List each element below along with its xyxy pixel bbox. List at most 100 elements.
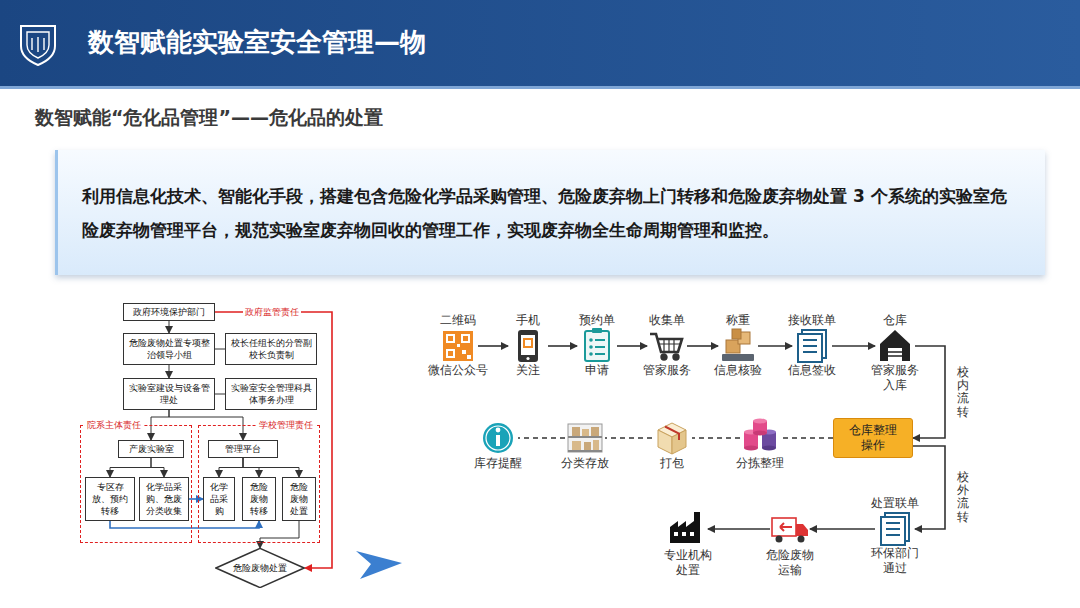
flow-arrow [243,458,299,477]
box-label: 危险废物处置专项整治领导小组 [127,337,211,361]
flow-arrow [169,365,170,378]
process-box: 政府环境保护部门 [123,303,215,321]
slide-title: 数智赋能实验室安全管理—物 [88,22,426,62]
process-box: 实验室安全管理科具体事务办理 [225,378,317,410]
flow-arrow [169,321,170,333]
dashed-connector [605,437,652,439]
flow-step: 称重信息核验 [706,313,770,378]
flow-arrow [832,345,875,347]
step-label: 预约单 [579,313,615,328]
process-box: 危险废物处置 [282,477,316,521]
flow-step: 预约单申请 [565,313,629,378]
flow-step: 库存提醒 [466,420,530,471]
box-label: 危险废物处置 [286,481,312,517]
process-box: 校长任组长的分管副校长负责制 [225,333,317,365]
flow-step: 打包 [640,420,704,471]
step-label: 信息核验 [714,363,762,378]
edge-label: 校外流转 [957,471,969,524]
responsibility-region: 学校管理责任管理平台化学品采购危险废物转移危险废物处置 [198,425,320,543]
step-label: 环保部门通过 [867,546,923,576]
edge-label: 校内流转 [957,366,969,419]
step-label: 管家服务 [643,363,691,378]
decision-diamond: 危险废物处置 [215,548,305,588]
step-label: 分类存放 [561,456,609,471]
flow-arrow [110,521,259,528]
flow-arrow [758,345,792,347]
process-box: 危险废物转移 [242,477,276,521]
flow-step: 危险废物运输 [762,510,818,578]
disposal-form-icon [881,513,909,545]
flow-step: 二维码微信公众号 [425,313,491,378]
process-box: 专区存放、预约转移 [85,477,135,521]
step-label: 二维码 [440,313,476,328]
region-heading: 院系主体责任 [85,419,143,431]
intro-text: 利用信息化技术、智能化手段，搭建包含危险化学品采购管理、危险废弃物上门转移和危险… [82,179,1021,247]
flow-arrow [478,345,508,347]
box-label: 化学品采购 [207,481,231,517]
step-label: 手机 [516,313,540,328]
process-box: 实验室建设与设备管理处 [123,378,215,410]
qr-icon [443,331,473,361]
step-label: 专业机构处置 [660,548,716,578]
flow-arrow [151,458,164,477]
step-label: 收集单 [649,313,685,328]
responsibility-region: 院系主体责任产废实验室专区存放、预约转移化学品采购、危废分类收集 [80,425,192,543]
operation-box: 仓库整理操作 [833,418,913,458]
truck-icon [772,518,808,543]
box-label: 政府环境保护部门 [133,306,205,318]
flow-arrow [913,446,945,529]
flow-step: 分拣整理 [728,420,792,471]
flow-step: 专业机构处置 [660,510,716,578]
process-box: 化学品采购 [203,477,235,521]
flow-step: 仓库管家服务入库 [867,313,923,393]
intro-box: 利用信息化技术、智能化手段，搭建包含危险化学品采购管理、危险废弃物上门转移和危险… [55,150,1045,275]
package-icon [658,423,686,454]
flow-chevron [356,551,402,579]
flow-step: 处置联单环保部门通过 [867,496,923,576]
flow-arrow [810,528,875,530]
flow-arrow [110,458,151,477]
step-label: 管家服务入库 [867,363,923,393]
scale-icon [722,329,754,361]
box-label: 化学品采购、危废分类收集 [143,481,185,517]
step-label: 分拣整理 [736,456,784,471]
sorting-icon [744,419,776,451]
flow-step: 收集单管家服务 [635,313,699,378]
process-box: 危险废物处置专项整治领导小组 [123,333,215,365]
shelf-icon [568,424,602,452]
flow-step: 手机关注 [496,313,560,378]
box-label: 危险废物处置 [233,562,287,574]
phone-icon [518,330,538,362]
step-label: 称重 [726,313,750,328]
flow-arrow [260,521,299,548]
subtitle: 数智赋能“危化品管理”——危化品的处置 [35,103,383,131]
step-label: 处置联单 [871,496,919,511]
box-label: 专区存放、预约转移 [89,481,131,517]
step-label: 关注 [516,363,540,378]
header-rule [0,86,1080,89]
region-heading: 学校管理责任 [257,419,315,431]
factory-icon [670,512,700,543]
school-logo [21,26,55,65]
flow-step: 分类存放 [553,420,617,471]
dashed-connector [692,437,740,439]
flow-arrow [687,345,718,347]
step-label: 微信公众号 [428,363,488,378]
warehouse-icon [880,330,910,361]
flow-arrow [219,458,243,477]
receipt-icon [798,330,826,362]
step-label: 仓库 [883,313,907,328]
edge-label: 政府监管责任 [243,306,301,318]
process-box: 产废实验室 [118,440,184,458]
step-label: 危险废物运输 [762,548,818,578]
process-box: 化学品采购、危废分类收集 [139,477,189,521]
box-label: 仓库整理操作 [844,423,902,453]
cart-icon [650,334,682,359]
box-label: 实验室建设与设备管理处 [127,382,211,406]
step-label: 打包 [660,456,684,471]
box-label: 危险废物转移 [246,481,272,517]
box-label: 管理平台 [225,443,261,455]
step-label: 申请 [585,363,609,378]
form-icon [585,328,609,361]
